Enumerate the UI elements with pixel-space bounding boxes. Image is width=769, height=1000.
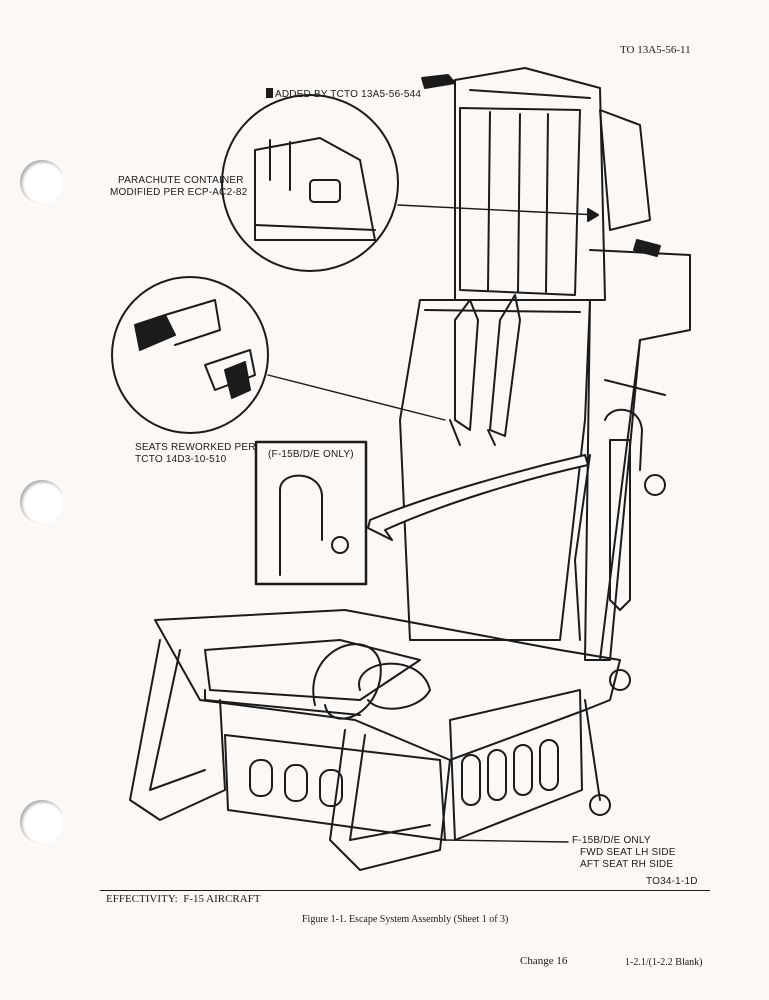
drawing-id: TO34-1-1D [646,876,698,887]
inset-arrow [367,454,589,541]
page-number: 1-2.1/(1-2.2 Blank) [625,957,703,968]
side-panel [449,689,583,841]
effectivity-rule [100,890,710,891]
fwd-seat-callout-line2: FWD SEAT LH SIDE [580,847,676,858]
seats-reworked-callout-line1: SEATS REWORKED PER [135,442,256,453]
under-seat-panel [224,734,446,841]
figure-caption: Figure 1-1. Escape System Assembly (Shee… [302,914,509,925]
headbox [454,67,606,301]
inset-label: (F-15B/D/E ONLY) [268,449,354,460]
leader-seat-rework [267,374,446,421]
leader-parachute [397,204,599,216]
fwd-seat-callout-line1: F-15B/D/E ONLY [572,835,651,846]
seat-cushion [204,639,421,701]
catapult-tube [609,439,631,611]
binder-hole-middle [20,480,64,524]
effectivity-text: EFFECTIVITY: F-15 AIRCRAFT [106,893,261,905]
binder-hole-top [20,160,64,204]
leader-fwd-seat [444,839,569,843]
inset-box [254,440,368,586]
added-marker-arrow [421,74,456,89]
harness-strap-left [454,299,479,431]
change-number: Change 16 [520,955,568,967]
added-by-text: ADDED BY TCTO 13A5-56-544 [274,88,422,100]
headbox-side-rail [599,109,651,231]
parachute-container-callout-line1: PARACHUTE CONTAINER [118,175,244,186]
seat-frame-leg-left [129,639,226,821]
seat-bucket [154,609,621,761]
added-by-marker-icon [265,87,273,98]
seats-reworked-callout-line2: TCTO 14D3-10-510 [135,454,227,465]
harness-strap-right [489,294,521,437]
ejection-handle [312,643,382,720]
detail-circle-seat-rework [111,276,269,434]
binder-hole-bottom [20,800,64,844]
parachute-container-callout-line2: MODIFIED PER ECP-AC2-82 [110,187,248,198]
side-rail [584,249,691,661]
added-by-callout: ADDED BY TCTO 13A5-56-544 [260,76,421,100]
seat-frame-leg-right [329,729,451,871]
fwd-seat-callout-line3: AFT SEAT RH SIDE [580,859,674,870]
document-number: TO 13A5-56-11 [620,44,691,56]
